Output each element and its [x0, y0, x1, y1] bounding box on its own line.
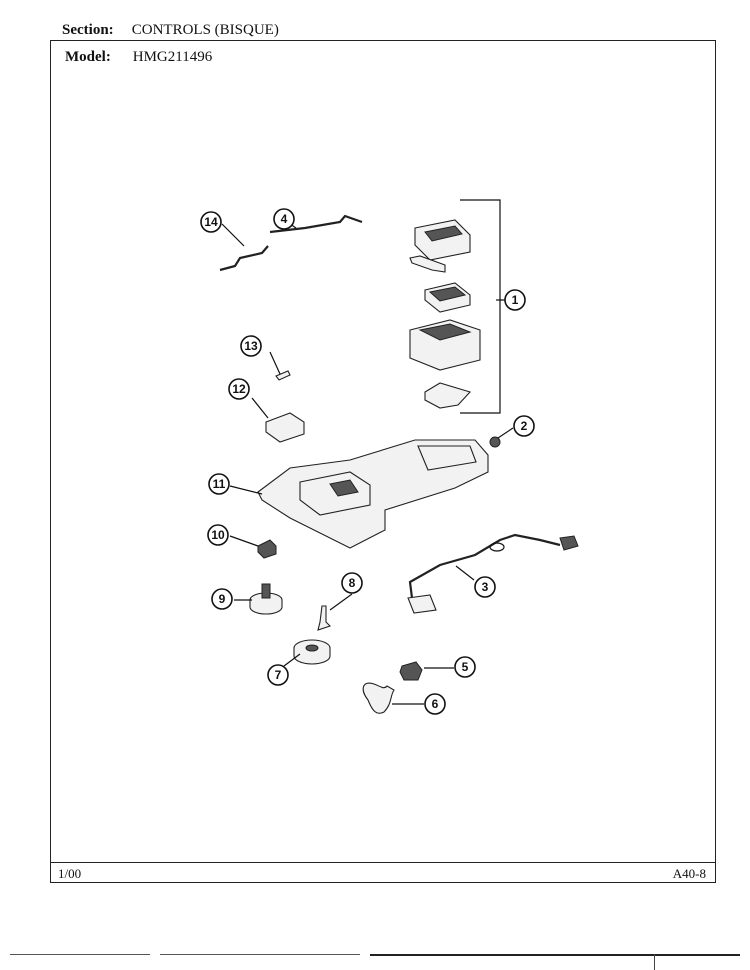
svg-text:4: 4 [281, 212, 288, 226]
diagram-frame [50, 40, 716, 883]
model-header: Model: HMG211496 [65, 49, 212, 66]
svg-text:13: 13 [244, 339, 258, 353]
footer-rule [50, 862, 716, 863]
callout-14[interactable]: 14 [200, 211, 222, 233]
section-header: Section: CONTROLS (BISQUE) [62, 22, 279, 39]
svg-text:11: 11 [213, 477, 226, 491]
part-6-bulb [362, 682, 395, 714]
part-11-housing [257, 439, 489, 549]
part-7-knob [293, 639, 331, 665]
scan-artifact [370, 954, 740, 956]
svg-text:7: 7 [275, 668, 282, 682]
callout-10[interactable]: 10 [207, 524, 229, 546]
callout-3[interactable]: 3 [474, 576, 496, 598]
part-12-block [265, 412, 305, 443]
section-value: CONTROLS (BISQUE) [131, 22, 279, 38]
callout-1[interactable]: 1 [504, 289, 526, 311]
svg-text:9: 9 [219, 592, 226, 606]
part-1-components [409, 219, 481, 409]
model-label: Model: [65, 49, 111, 65]
part-2-nut [489, 436, 501, 448]
callout-7[interactable]: 7 [267, 664, 289, 686]
callout-11[interactable]: 11 [208, 473, 230, 495]
scan-artifact [10, 954, 150, 955]
svg-text:10: 10 [211, 528, 225, 542]
scan-artifact [654, 954, 655, 970]
scan-artifact [160, 954, 360, 955]
part-10-switch [257, 539, 277, 559]
svg-text:12: 12 [232, 382, 246, 396]
svg-text:6: 6 [432, 697, 439, 711]
callout-5[interactable]: 5 [454, 656, 476, 678]
svg-text:8: 8 [349, 576, 356, 590]
model-value: HMG211496 [132, 49, 213, 65]
callout-2[interactable]: 2 [513, 415, 535, 437]
part-3-wire-harness [407, 533, 579, 614]
svg-text:2: 2 [521, 419, 528, 433]
callout-13[interactable]: 13 [240, 335, 262, 357]
footer-page-code: A40-8 [672, 866, 706, 881]
part-8-screw [317, 605, 332, 631]
part-4-rod [269, 214, 363, 234]
svg-text:14: 14 [204, 215, 218, 229]
callout-9[interactable]: 9 [211, 588, 233, 610]
part-14-link [219, 245, 269, 272]
part-5-socket [399, 661, 423, 681]
callout-8[interactable]: 8 [341, 572, 363, 594]
part-13-pin [275, 370, 291, 381]
callout-6[interactable]: 6 [424, 693, 446, 715]
section-label: Section: [62, 22, 114, 38]
footer-date: 1/00 [58, 866, 82, 881]
svg-text:3: 3 [482, 580, 489, 594]
group-bracket [460, 199, 501, 414]
part-9-knob [249, 583, 283, 615]
callout-4[interactable]: 4 [273, 208, 295, 230]
svg-text:5: 5 [462, 660, 469, 674]
callout-12[interactable]: 12 [228, 378, 250, 400]
svg-text:1: 1 [512, 293, 519, 307]
